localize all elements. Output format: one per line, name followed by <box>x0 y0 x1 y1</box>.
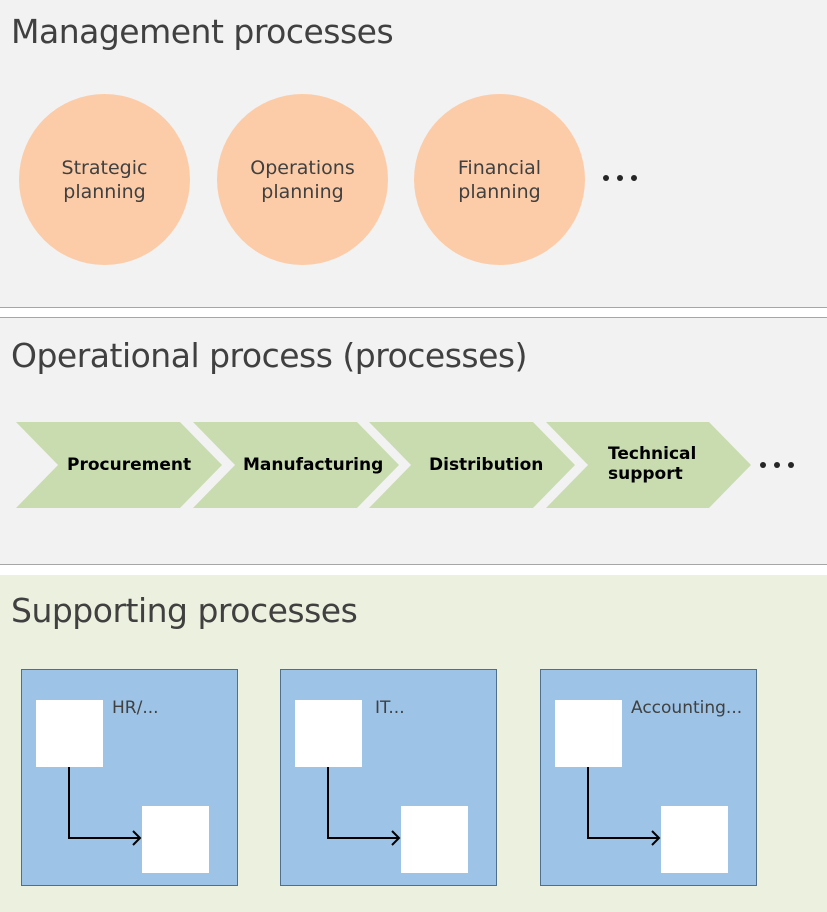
process-square <box>36 700 103 767</box>
box-label: HR/... <box>112 698 159 718</box>
flow-arrow-icon <box>587 767 661 846</box>
step-label: Procurement <box>67 455 192 475</box>
flow-arrow-icon <box>327 767 401 846</box>
chevron-distribution <box>369 422 575 508</box>
step-label: Manufacturing <box>243 455 384 475</box>
process-chevrons <box>16 422 751 508</box>
supporting-section: Supporting processes HR/... IT... Accoun… <box>0 575 827 912</box>
operations-planning-circle: Operations planning <box>217 94 388 265</box>
circle-label: Financial planning <box>457 156 542 203</box>
process-square <box>142 806 209 873</box>
it-process-box: IT... <box>280 669 497 886</box>
box-label: IT... <box>375 698 405 718</box>
operational-section: Operational process (processes) Procurem… <box>0 317 827 565</box>
strategic-planning-circle: Strategic planning <box>19 94 190 265</box>
more-ellipsis-icon <box>760 462 794 468</box>
hr-process-box: HR/... <box>21 669 238 886</box>
process-square <box>555 700 622 767</box>
circle-label: Strategic planning <box>61 156 148 203</box>
supporting-title: Supporting processes <box>11 591 358 630</box>
step-label: Technical support <box>608 444 697 484</box>
management-title: Management processes <box>11 12 394 51</box>
chevron-technical-support <box>546 422 751 508</box>
financial-planning-circle: Financial planning <box>414 94 585 265</box>
process-square <box>661 806 728 873</box>
more-ellipsis-icon <box>603 175 637 181</box>
chevron-manufacturing <box>193 422 399 508</box>
process-square <box>401 806 468 873</box>
accounting-process-box: Accounting... <box>540 669 757 886</box>
circle-label: Operations planning <box>250 156 355 203</box>
management-section: Management processes Strategic planning … <box>0 0 827 308</box>
operational-title: Operational process (processes) <box>11 336 527 375</box>
process-square <box>295 700 362 767</box>
flow-arrow-icon <box>68 767 142 846</box>
step-label: Distribution <box>429 455 544 475</box>
chevron-procurement <box>16 422 222 508</box>
box-label: Accounting... <box>631 698 743 718</box>
